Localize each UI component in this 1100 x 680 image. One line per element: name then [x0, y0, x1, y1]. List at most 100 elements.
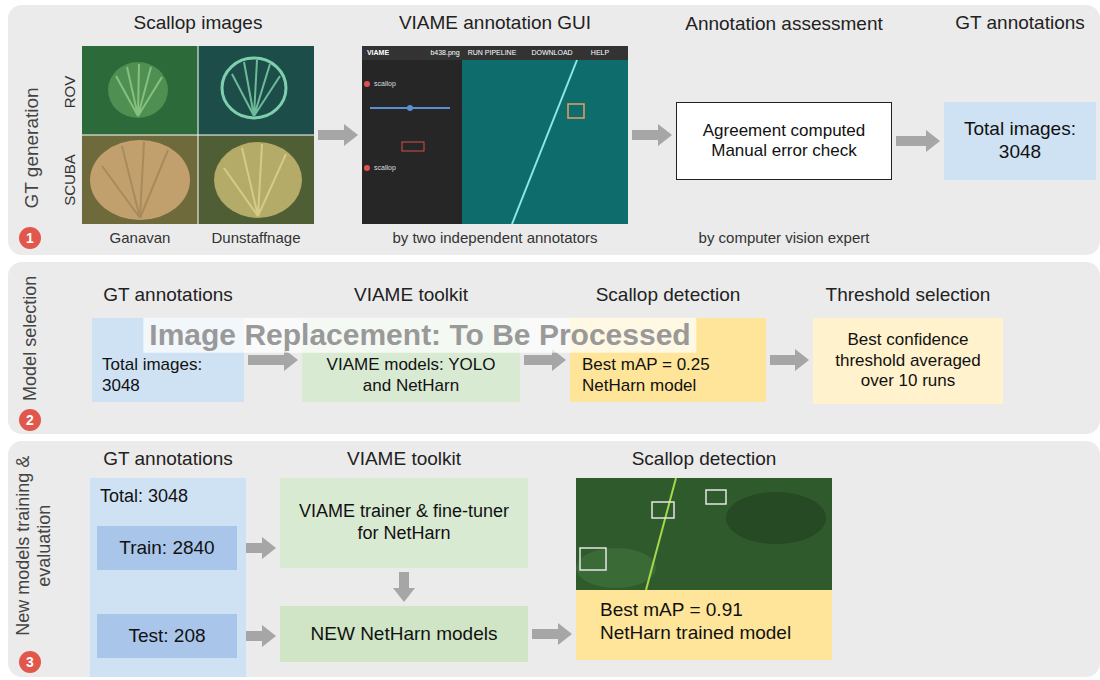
- ui-text: scallop: [374, 164, 396, 172]
- flow-arrow: [393, 572, 415, 602]
- shape-rect: [706, 490, 726, 504]
- box-text: Total images: 3048: [958, 118, 1082, 164]
- step-badge: 3: [19, 651, 41, 673]
- shape-path: [116, 64, 162, 116]
- process-box: Annotation assessmentAgreement computed …: [676, 102, 892, 180]
- stage-title: GT generation: [21, 63, 43, 233]
- shape-rect: [82, 46, 198, 135]
- ui-text: b438.png: [430, 49, 459, 57]
- shape-ellipse: [726, 492, 826, 544]
- stage-band: Model selection2 GT annotationsTotal imag…: [8, 262, 1100, 434]
- data-box: GT annotationsTotal images: 3048: [944, 102, 1096, 180]
- shape-line: [512, 60, 577, 224]
- shape-path: [232, 60, 280, 116]
- column-heading: Scallop detection: [632, 448, 777, 470]
- scallop-photos: [82, 46, 314, 224]
- shape-circle: [364, 165, 370, 171]
- column-heading: GT annotations: [103, 284, 233, 306]
- ui-text: HELP: [591, 49, 609, 57]
- ui-text: scallop: [374, 80, 396, 88]
- box-text: Best mAP = 0.25 NetHarn model: [582, 355, 754, 396]
- flow-arrow: [524, 349, 566, 371]
- column-heading: VIAME toolkit: [354, 284, 468, 306]
- column-heading: VIAME toolkit: [347, 448, 461, 470]
- detection-photo: [576, 478, 832, 590]
- step-number: 3: [19, 651, 41, 673]
- flow-arrow: [241, 625, 276, 647]
- shape-rect: [402, 142, 424, 151]
- shape-ellipse: [214, 142, 302, 218]
- shape-line: [82, 135, 314, 136]
- data-box: Test: 208: [97, 614, 237, 658]
- box-text: Total: 3048: [100, 486, 188, 508]
- shape-ellipse: [222, 58, 286, 118]
- box-text: Best confidence threshold averaged over …: [827, 330, 989, 391]
- flow-arrow: [318, 124, 358, 146]
- column-heading: GT annotations: [103, 448, 233, 470]
- column-heading: Annotation assessment: [685, 13, 883, 35]
- image-panel: VIAME annotation GUI: [362, 46, 628, 224]
- site-label: Dunstaffnage: [212, 229, 301, 246]
- watermark: Image Replacement: To Be Processed: [143, 318, 696, 353]
- image-panel: Scallop images: [82, 46, 314, 224]
- stage-title: New models training & evaluation: [13, 450, 54, 640]
- step-badge: 1: [19, 227, 41, 249]
- ui-text: VIAME: [367, 49, 389, 57]
- step-badge: 2: [19, 409, 41, 431]
- note-text: by two independent annotators: [392, 229, 597, 246]
- box-text: Total images: 3048: [102, 355, 234, 396]
- column-heading: Scallop images: [134, 12, 263, 34]
- shape-rect: [362, 60, 462, 224]
- flow-arrow: [532, 623, 572, 645]
- shape-rect: [198, 135, 314, 224]
- column-heading: GT annotations: [955, 12, 1085, 34]
- shape-ellipse: [576, 548, 656, 588]
- process-box: VIAME toolkitVIAME trainer & fine-tuner …: [280, 478, 528, 568]
- box-text: Agreement computed Manual error check: [699, 121, 869, 162]
- box-text: VIAME trainer & fine-tuner for NetHarn: [296, 501, 512, 544]
- shape-circle: [364, 81, 370, 87]
- shape-ellipse: [90, 140, 190, 220]
- flow-arrow: [632, 124, 672, 146]
- stage-title: Model selection: [20, 263, 41, 413]
- box-text: NEW NetHarn models: [311, 623, 498, 646]
- shape-rect: [652, 502, 674, 518]
- column-heading: Threshold selection: [826, 284, 991, 306]
- shape-line: [646, 478, 676, 590]
- result-panel: Scallop detectionBest mAP = 0.91 NetHarn…: [576, 478, 832, 660]
- column-heading: Scallop detection: [596, 284, 741, 306]
- shape-rect: [462, 60, 628, 224]
- shape-rect: [362, 46, 628, 224]
- stage-band: New models training & evaluation 3 GT anno…: [8, 441, 1100, 677]
- shape-rect: [576, 478, 832, 590]
- shape-rect: [580, 548, 606, 570]
- annotation-gui-screenshot: [362, 46, 628, 224]
- box-text: VIAME models: YOLO and NetHarn: [314, 355, 508, 396]
- process-box: NEW NetHarn models: [280, 606, 528, 662]
- flow-arrow: [241, 537, 276, 559]
- column-heading: VIAME annotation GUI: [399, 12, 591, 34]
- data-box: Train: 2840: [97, 526, 237, 570]
- step-number: 2: [19, 409, 41, 431]
- shape-rect: [198, 46, 314, 135]
- site-label: Ganavan: [110, 229, 171, 246]
- box-text: Test: 208: [128, 625, 205, 648]
- flow-arrow: [248, 349, 298, 371]
- shape-path: [102, 142, 168, 218]
- row-label: ROV: [61, 76, 78, 109]
- ui-text: DOWNLOAD: [531, 49, 572, 57]
- note-text: by computer vision expert: [699, 229, 870, 246]
- box-text: Train: 2840: [119, 537, 214, 560]
- group-box: GT annotationsTotal: 3048Train: 2840Test…: [90, 478, 246, 677]
- shape-rect: [568, 104, 584, 118]
- step-number: 1: [19, 227, 41, 249]
- shape-circle: [407, 105, 413, 111]
- shape-rect: [82, 135, 198, 224]
- ui-text: RUN PIPELINE: [468, 49, 517, 57]
- shape-path: [224, 144, 286, 216]
- row-label: SCUBA: [61, 154, 78, 206]
- flow-arrow: [896, 130, 940, 152]
- shape-ellipse: [108, 62, 168, 118]
- shape-rect: [362, 46, 628, 60]
